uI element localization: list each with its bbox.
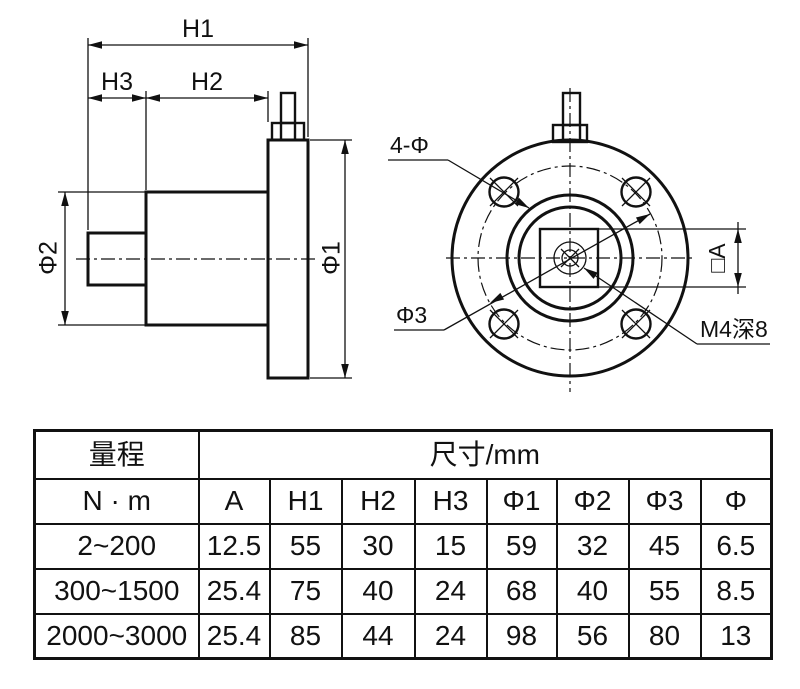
- middle-circle: [505, 193, 635, 323]
- table-cell: 25.4: [197, 612, 271, 660]
- flange-outer-circle: [450, 138, 690, 378]
- column-header-h3: H3: [413, 477, 488, 525]
- table-cell: 40: [555, 567, 630, 615]
- connector-base-outline: [270, 121, 306, 142]
- table-cell: 13: [699, 612, 773, 660]
- front-connector-pin-outline: [561, 91, 582, 127]
- table-cell: 55: [268, 522, 343, 570]
- table-cell: 8.5: [699, 567, 773, 615]
- dim-label-h2: H2: [191, 68, 223, 96]
- label-bolt-circle: Φ3: [396, 302, 427, 328]
- header-range: 量程: [33, 429, 200, 480]
- table-row: 2~200 12.5 55 30 15 59 32 45 6.5: [33, 522, 773, 570]
- label-bolt-holes: 4-Φ: [390, 132, 429, 158]
- square-shaft-outline: [538, 227, 600, 289]
- column-header-phi: Φ: [699, 477, 773, 525]
- center-hole-inner: [561, 249, 579, 267]
- table-row: 300~1500 25.4 75 40 24 68 40 55 8.5: [33, 567, 773, 615]
- table-cell: 12.5: [197, 522, 271, 570]
- side-view: H1 H3 H2 Φ2 Φ1: [35, 15, 352, 380]
- table-cell: 75: [268, 567, 343, 615]
- bolt-hole-bottom-right: [620, 308, 652, 340]
- drawing-canvas: H1 H3 H2 Φ2 Φ1: [35, 15, 770, 392]
- table-row: 2000~3000 25.4 85 44 24 98 56 80 13: [33, 612, 773, 660]
- table-cell: 59: [485, 522, 558, 570]
- label-square-shaft: □A: [704, 243, 730, 273]
- table-cell: 44: [340, 612, 416, 660]
- table-cell: 68: [485, 567, 558, 615]
- bolt-hole-top-left: [488, 176, 520, 208]
- column-header-unit: N · m: [33, 477, 200, 525]
- column-header-h1: H1: [268, 477, 343, 525]
- table-cell: 2000~3000: [33, 612, 200, 660]
- column-header-a: A: [197, 477, 271, 525]
- bolt-hole-top-right: [620, 176, 652, 208]
- dim-label-h1: H1: [182, 15, 214, 43]
- label-center-hole: M4深8: [700, 316, 768, 342]
- table-cell: 85: [268, 612, 343, 660]
- front-connector-base-outline: [551, 123, 589, 144]
- table-cell: 24: [413, 612, 488, 660]
- table-cell: 300~1500: [33, 567, 200, 615]
- table-header-row-2: N · m A H1 H2 H3 Φ1 Φ2 Φ3 Φ: [33, 477, 773, 525]
- table-cell: 15: [413, 522, 488, 570]
- table-cell: 55: [627, 567, 702, 615]
- table-cell: 6.5: [699, 522, 773, 570]
- header-dimensions: 尺寸/mm: [197, 429, 773, 480]
- bolt-hole-bottom-left: [488, 308, 520, 340]
- center-hole-ring: [553, 241, 587, 275]
- table-cell: 56: [555, 612, 630, 660]
- inner-circle: [517, 205, 623, 311]
- column-header-h2: H2: [340, 477, 416, 525]
- dim-label-phi1: Φ1: [318, 241, 346, 275]
- table-header-row-1: 量程 尺寸/mm: [33, 429, 773, 480]
- column-header-phi1: Φ1: [485, 477, 558, 525]
- column-header-phi3: Φ3: [627, 477, 702, 525]
- dimension-table: 量程 尺寸/mm N · m A H1 H2 H3 Φ1 Φ2 Φ3 Φ 2~2…: [33, 429, 774, 660]
- table-cell: 80: [627, 612, 702, 660]
- table-cell: 32: [555, 522, 630, 570]
- connector-pin-outline: [279, 91, 297, 125]
- column-header-phi2: Φ2: [555, 477, 630, 525]
- front-view: 4-Φ Φ3 □A M4深8: [388, 88, 770, 392]
- table-cell: 25.4: [197, 567, 271, 615]
- table-cell: 2~200: [33, 522, 200, 570]
- table-cell: 40: [340, 567, 416, 615]
- dim-label-h3: H3: [101, 68, 133, 96]
- dim-label-phi2: Φ2: [35, 241, 63, 275]
- bolt-circle: [477, 165, 663, 351]
- table-cell: 45: [627, 522, 702, 570]
- table-cell: 98: [485, 612, 558, 660]
- table-cell: 30: [340, 522, 416, 570]
- table-cell: 24: [413, 567, 488, 615]
